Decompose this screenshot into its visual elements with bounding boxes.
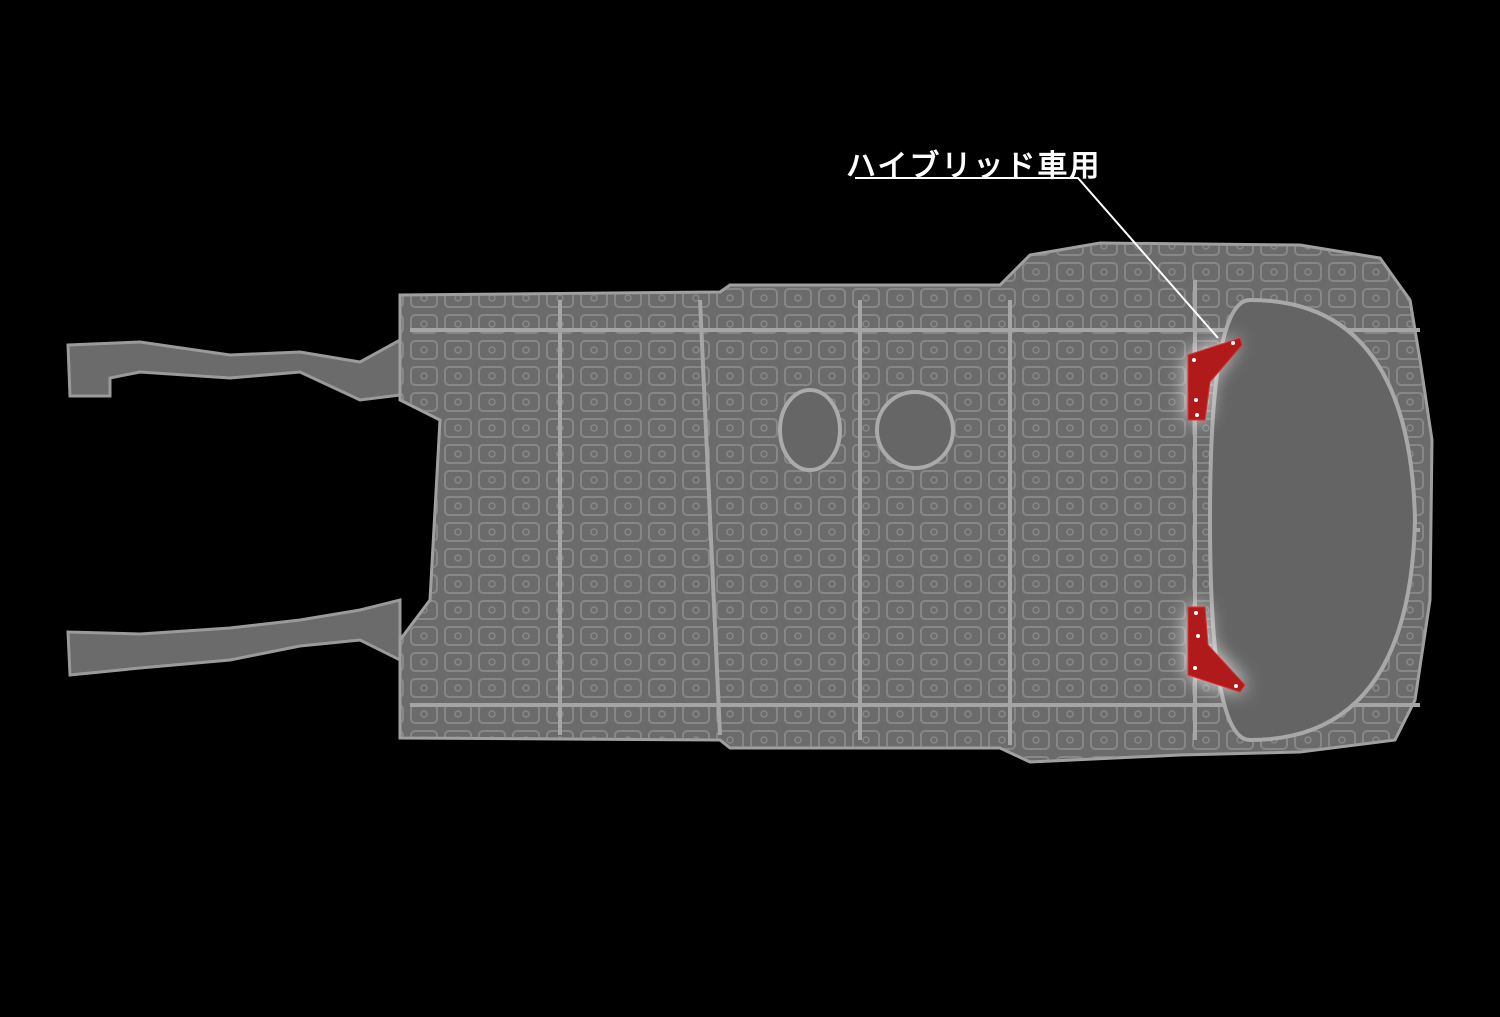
spare-tire-well <box>1207 297 1418 743</box>
floor-hole <box>875 390 955 470</box>
front-frame-rail-upper <box>66 337 402 402</box>
callout-leader-line <box>855 177 1219 339</box>
rear-brace-right[interactable] <box>1187 606 1246 693</box>
front-frame-rail-lower <box>66 598 402 677</box>
vehicle-underbody <box>66 241 1434 764</box>
rear-brace-left[interactable] <box>1187 337 1243 421</box>
floor-hole <box>778 388 842 472</box>
callout-label: ハイブリッド車用 <box>846 149 1102 184</box>
